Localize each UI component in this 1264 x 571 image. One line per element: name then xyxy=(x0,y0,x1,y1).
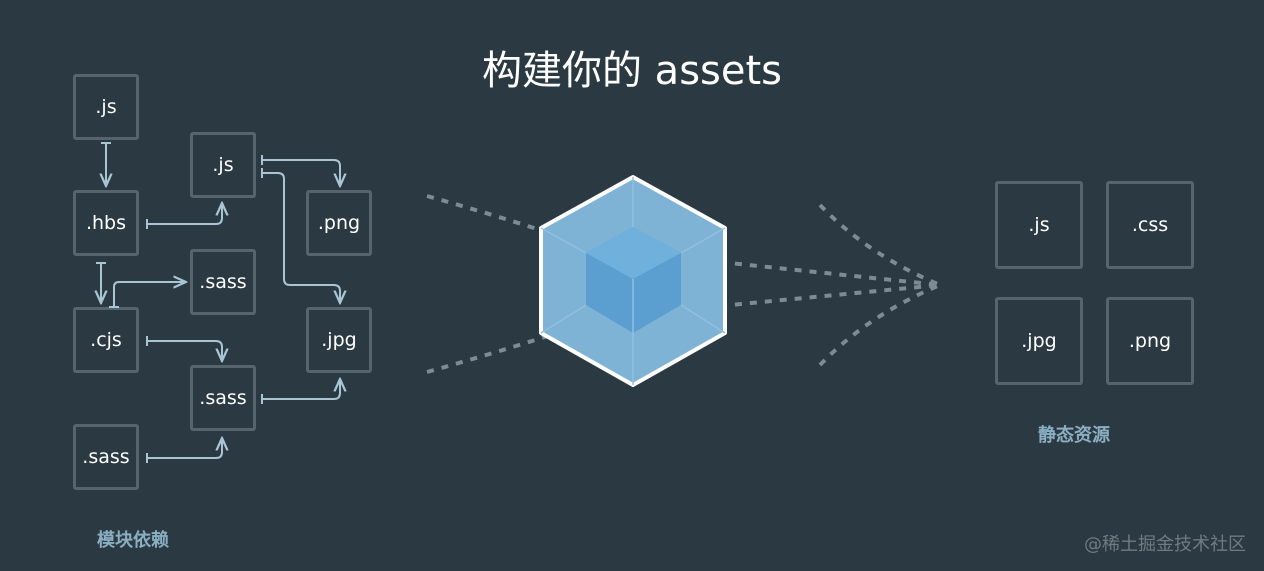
arrow-cjs-sass-middle xyxy=(147,340,222,361)
arrow-sass-bottom-sass-middle xyxy=(147,438,222,459)
dash-out-upper xyxy=(719,260,941,287)
arrow-js2-png xyxy=(262,159,340,186)
arrow-sass-middle-jpg xyxy=(262,379,340,400)
arrow-js2-jpg xyxy=(262,172,340,303)
page-title: 构建你的 assets xyxy=(481,48,783,94)
module-box-jpg: .jpg xyxy=(306,307,372,373)
module-box-sass-bottom: .sass xyxy=(73,424,139,490)
module-box-js: .js xyxy=(73,74,139,140)
module-box-sass-top: .sass xyxy=(190,249,256,315)
module-box-js-2: .js xyxy=(190,132,256,198)
asset-box-png: .png xyxy=(1106,297,1194,385)
asset-box-js: .js xyxy=(995,181,1083,269)
module-box-cjs: .cjs xyxy=(73,307,139,373)
asset-box-jpg: .jpg xyxy=(995,297,1083,385)
arrow-cjs-sass-top xyxy=(113,282,186,307)
module-box-sass-middle: .sass xyxy=(190,365,256,431)
module-box-hbs: .hbs xyxy=(73,190,139,256)
webpack-cube-icon xyxy=(539,175,727,387)
dash-out-bottom-curve xyxy=(818,283,941,367)
dash-out-lower xyxy=(719,283,941,308)
module-dependencies-caption: 模块依赖 xyxy=(97,530,169,551)
dash-out-top-curve xyxy=(818,203,941,287)
module-box-png: .png xyxy=(306,190,372,256)
arrow-hbs-js2 xyxy=(147,203,222,225)
static-assets-caption: 静态资源 xyxy=(1038,425,1110,446)
asset-box-css: .css xyxy=(1106,181,1194,269)
watermark: @稀土掘金技术社区 xyxy=(1084,534,1246,555)
